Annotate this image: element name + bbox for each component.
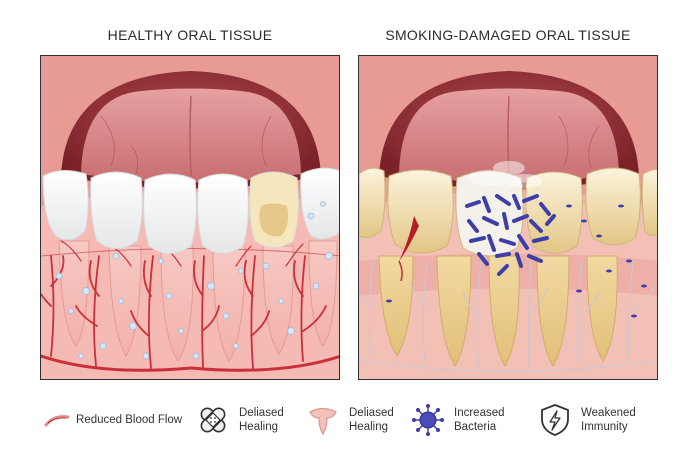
legend-item-reduced-blood-flow: Reduced Blood Flow (42, 398, 182, 442)
tongue (399, 88, 619, 183)
vessel-icon (42, 400, 72, 440)
blood-vessels (41, 240, 339, 372)
legend-label: Increased Bacteria (454, 407, 505, 433)
legend-item-deliased-healing-bandage: Deliased Healing (193, 398, 301, 442)
healthy-panel-title: HEALTHY ORAL TISSUE (107, 27, 273, 43)
smoke-haze (467, 161, 542, 188)
tongue (81, 88, 301, 183)
stained-teeth (359, 167, 657, 257)
legend-label: Deliased Healing (239, 407, 284, 433)
bandage-icon (193, 400, 233, 440)
bacteria-cluster (465, 194, 556, 276)
shield-lightning-icon (535, 400, 575, 440)
healthy-teeth (42, 167, 339, 254)
healthy-tissue-panel (40, 55, 340, 380)
damaged-tissue-panel (358, 55, 658, 380)
legend-label: Weakened Immunity (581, 407, 636, 433)
gum-bleeding (399, 216, 419, 261)
faded-vessels (359, 260, 657, 372)
legend-label: Reduced Blood Flow (76, 414, 183, 426)
legend-item-weakened-immunity: Weakened Immunity (535, 398, 643, 442)
oxygen-bubbles (55, 201, 333, 360)
tooth-root-icon (303, 400, 343, 440)
legend: Reduced Blood Flow Deliased Healing (0, 398, 690, 448)
legend-item-deliased-healing-tooth: Deliased Healing (303, 398, 411, 442)
exposed-roots (378, 255, 618, 367)
damaged-panel-title: SMOKING-DAMAGED ORAL TISSUE (385, 27, 631, 43)
scattered-bacteria (386, 204, 647, 318)
bacteria-icon (408, 400, 448, 440)
legend-label: Deliased Healing (349, 407, 394, 433)
legend-item-increased-bacteria: Increased Bacteria (408, 398, 516, 442)
